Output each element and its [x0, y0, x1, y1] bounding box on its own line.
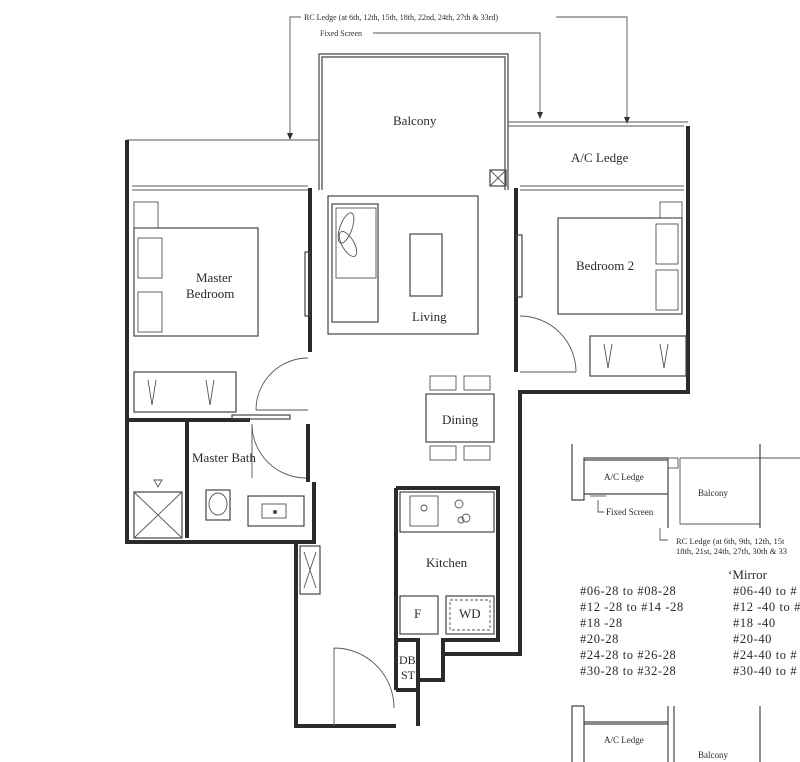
unit-right-4: #20-40 [733, 632, 772, 646]
unit-left-5: #24-28 to #26-28 [580, 648, 676, 662]
unit-right-3: #18 -40 [733, 616, 776, 630]
key-bottom-balcony-label: Balcony [698, 750, 728, 760]
key-plan-bottom [571, 705, 761, 762]
master-bath-fixtures [133, 479, 305, 539]
unit-right-2: #12 -40 to # [733, 600, 800, 614]
rc-ledge [127, 139, 319, 191]
key-plan-top [571, 444, 800, 541]
bedroom-2-label: Bedroom 2 [576, 258, 634, 273]
unit-left-1: #06-28 to #08-28 [580, 584, 676, 598]
rc-ledge-note: RC Ledge (at 6th, 12th, 15th, 18th, 22nd… [304, 13, 498, 22]
unit-left-3: #18 -28 [580, 616, 623, 630]
ac-ledge [489, 121, 688, 191]
master-bed [133, 201, 259, 413]
balcony-label: Balcony [393, 113, 437, 128]
key-ac-ledge-label: A/C Ledge [604, 472, 644, 482]
key-fixed-screen-label: Fixed Screen [606, 507, 654, 517]
door-swings [251, 315, 577, 726]
key-balcony-label: Balcony [698, 488, 728, 498]
kitchen-fixtures [299, 491, 495, 635]
fridge-label: F [414, 606, 421, 621]
master-bedroom-label-2: Bedroom [186, 286, 234, 301]
walls [125, 126, 690, 728]
kitchen-label: Kitchen [426, 555, 468, 570]
unit-list-right: #06-40 to # #12 -40 to # #18 -40 #20-40 … [733, 584, 800, 678]
dining-table [425, 375, 495, 461]
db-st-label-1: DB/ [399, 653, 420, 667]
unit-right-1: #06-40 to # [733, 584, 797, 598]
key-rc-ledge-label-2: 18th, 21st, 24th, 27th, 30th & 33 [676, 546, 787, 556]
unit-left-4: #20-28 [580, 632, 619, 646]
dining-label: Dining [442, 412, 479, 427]
mirror-label: ‘Mirror [728, 567, 768, 582]
living-furniture [327, 195, 479, 335]
living-label: Living [412, 309, 447, 324]
master-bedroom-label-1: Master [196, 270, 233, 285]
unit-right-5: #24-40 to # [733, 648, 797, 662]
annotation-leaders [287, 16, 630, 140]
washer-dryer-label: WD [459, 606, 481, 621]
key-bottom-ac-ledge-label: A/C Ledge [604, 735, 644, 745]
master-bath-label: Master Bath [192, 450, 256, 465]
unit-right-6: #30-40 to # [733, 664, 797, 678]
db-st-label-2: ST [401, 668, 416, 682]
unit-left-2: #12 -28 to #14 -28 [580, 600, 684, 614]
ac-ledge-label: A/C Ledge [571, 150, 629, 165]
sliding-doors [231, 234, 523, 420]
unit-list-left: #06-28 to #08-28 #12 -28 to #14 -28 #18 … [580, 584, 684, 678]
fixed-screen-note: Fixed Screen [320, 29, 362, 38]
key-rc-ledge-label-1: RC Ledge (at 6th, 9th, 12th, 15t [676, 536, 785, 546]
bedroom-2-bed [557, 201, 687, 377]
unit-left-6: #30-28 to #32-28 [580, 664, 676, 678]
